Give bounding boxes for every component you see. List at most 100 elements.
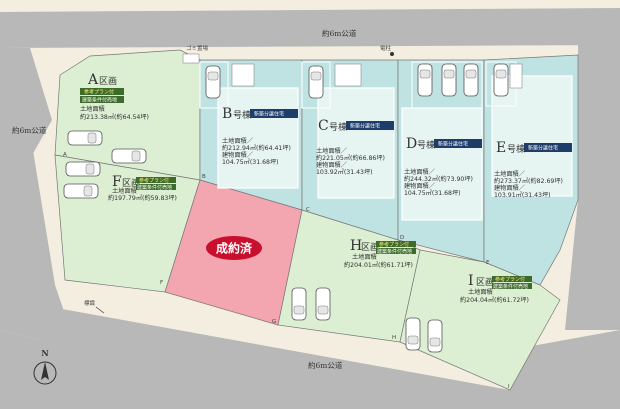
stairs-b bbox=[231, 63, 255, 87]
lot-f-area: 約197.79㎡(約59.83坪) bbox=[108, 194, 177, 202]
lot-f-badge1-text: 参考プラン付 bbox=[139, 177, 169, 184]
sold-badge bbox=[206, 236, 262, 260]
lot-b-land: 約212.94㎡(約64.41坪) bbox=[222, 144, 291, 152]
lot-a-suffix: 区画 bbox=[99, 76, 117, 87]
lot-e-badge-text: 新築分譲住宅 bbox=[528, 145, 558, 152]
lot-e-info: E 号棟 新築分譲住宅 土地面積／ 約273.37㎡(約82.69坪) 建物面積… bbox=[494, 140, 572, 199]
lot-c-land: 約221.05㎡(約66.86坪) bbox=[316, 154, 385, 162]
lot-i-badge2 bbox=[492, 283, 532, 289]
compass-arrow-icon bbox=[41, 362, 49, 380]
house-d-footprint bbox=[401, 107, 483, 221]
car-i1 bbox=[405, 317, 421, 351]
car-b bbox=[205, 65, 221, 99]
lot-f-letter: F bbox=[112, 174, 122, 190]
lot-f-badge2-text: 建築条件付売地 bbox=[137, 184, 172, 191]
stairs-c bbox=[334, 63, 362, 87]
car-d3 bbox=[463, 63, 479, 97]
north-road bbox=[0, 8, 620, 48]
lot-c-badge-text: 新築分譲住宅 bbox=[350, 123, 380, 130]
lot-b-suffix: 号棟 bbox=[233, 109, 251, 121]
lot-a-letter: A bbox=[87, 72, 99, 88]
lot-d-bldg-label: 建物面積／ bbox=[404, 182, 435, 190]
lot-i-badge1-text: 参考プラン付 bbox=[495, 276, 525, 283]
lot-c-suffix: 号棟 bbox=[329, 121, 347, 133]
lot-c-letter: C bbox=[318, 118, 329, 134]
lot-e-land-label: 土地面積／ bbox=[494, 170, 525, 178]
corner-i: I bbox=[508, 384, 510, 390]
lot-d-badge bbox=[434, 139, 482, 148]
lot-e-badge bbox=[524, 143, 572, 152]
lot-i-letter: I bbox=[468, 273, 474, 289]
north-compass: N bbox=[33, 348, 57, 385]
garbage-area-box bbox=[182, 53, 200, 64]
lot-g-info: 成約済 bbox=[206, 236, 262, 260]
compass-label: N bbox=[41, 348, 48, 358]
road-label-north: 約6m公道 bbox=[322, 28, 357, 38]
lot-b-info: B 号棟 新築分譲住宅 土地面積／ 約212.94㎡(約64.41坪) 建物面積… bbox=[222, 106, 298, 166]
lot-e-letter: E bbox=[496, 140, 506, 156]
east-road bbox=[565, 45, 620, 330]
south-east-road bbox=[510, 330, 620, 409]
corner-a: A bbox=[63, 152, 67, 158]
lot-b-badge bbox=[250, 109, 298, 118]
south-road bbox=[0, 305, 510, 409]
sold-badge-text: 成約済 bbox=[216, 241, 253, 256]
car-i2 bbox=[427, 319, 443, 353]
lot-b-bldg: 104.75㎡(31.68坪) bbox=[222, 158, 279, 166]
lot-a-area: 約213.38㎡(約64.54坪) bbox=[80, 113, 149, 121]
lot-h-letter: H bbox=[350, 238, 362, 254]
lot-h-badge1-text: 参考プラン付 bbox=[379, 241, 409, 248]
lot-i-area-label: 土地面積 bbox=[468, 288, 493, 296]
road-label-west: 約6m公道 bbox=[12, 125, 47, 135]
lot-c-badge bbox=[346, 121, 394, 130]
corner-e: E bbox=[486, 260, 490, 266]
lot-e-bldg-label: 建物面積／ bbox=[494, 184, 525, 192]
lot-f-badge2 bbox=[136, 184, 176, 190]
lot-c-bldg: 103.92㎡(31.43坪) bbox=[316, 168, 373, 176]
car-h2 bbox=[315, 287, 331, 321]
lot-e-bldg: 103.91㎡(31.43坪) bbox=[494, 191, 551, 199]
lot-d-bldg: 104.75㎡(31.68坪) bbox=[404, 189, 461, 197]
lot-a-badge1 bbox=[80, 88, 124, 95]
lot-b-land-label: 土地面積／ bbox=[222, 137, 253, 145]
corner-g: G bbox=[272, 319, 276, 325]
corner-d: D bbox=[400, 235, 404, 241]
lot-b-bldg-label: 建物面積／ bbox=[222, 151, 253, 159]
utility-pole-label: 電柱 bbox=[380, 44, 392, 52]
lot-d-land-label: 土地面積／ bbox=[404, 168, 435, 176]
lot-h-info: H 区画 参考プラン付 建築条件付売地 土地面積 約204.01㎡(約61.71… bbox=[344, 238, 416, 269]
roads bbox=[0, 8, 620, 409]
stairs-e bbox=[509, 63, 523, 89]
lot-h-badge1 bbox=[376, 241, 416, 247]
lot-h-area-label: 土地面積 bbox=[352, 253, 377, 261]
house-footprints bbox=[217, 75, 573, 221]
garbage-label: ゴミ置場 bbox=[186, 44, 209, 52]
car-h1 bbox=[291, 287, 307, 321]
parking-outlines bbox=[199, 61, 517, 109]
car-a2 bbox=[111, 148, 147, 164]
lot-i-suffix: 区画 bbox=[476, 277, 494, 288]
car-a1 bbox=[67, 130, 103, 146]
car-e bbox=[493, 63, 509, 97]
house-b-footprint bbox=[217, 87, 299, 189]
corner-f: F bbox=[160, 280, 163, 286]
parking-b bbox=[199, 61, 229, 109]
lot-e-suffix: 号棟 bbox=[507, 143, 525, 155]
parking-d bbox=[411, 61, 483, 109]
lot-d-land: 約244.32㎡(約73.90坪) bbox=[404, 175, 473, 183]
lot-c-land-label: 土地面積／ bbox=[316, 147, 347, 155]
lot-a-badge2 bbox=[80, 96, 124, 103]
lot-a-badge2-text: 建築条件付売地 bbox=[82, 97, 117, 104]
utility-pole-icon bbox=[390, 52, 394, 56]
lot-d-letter: D bbox=[406, 136, 417, 152]
sign-leader bbox=[95, 306, 105, 314]
lot-b-letter: B bbox=[222, 106, 232, 122]
car-c bbox=[308, 65, 324, 99]
lot-a-area-label: 土地面積 bbox=[80, 105, 105, 113]
west-road bbox=[0, 120, 68, 340]
lot-f-badge1 bbox=[136, 177, 176, 183]
car-d1 bbox=[417, 63, 433, 97]
parking-c bbox=[301, 61, 331, 109]
lot-d-info: D 号棟 新築分譲住宅 土地面積／ 約244.32㎡(約73.90坪) 建物面積… bbox=[404, 136, 482, 197]
lot-i-badge1 bbox=[492, 276, 532, 282]
